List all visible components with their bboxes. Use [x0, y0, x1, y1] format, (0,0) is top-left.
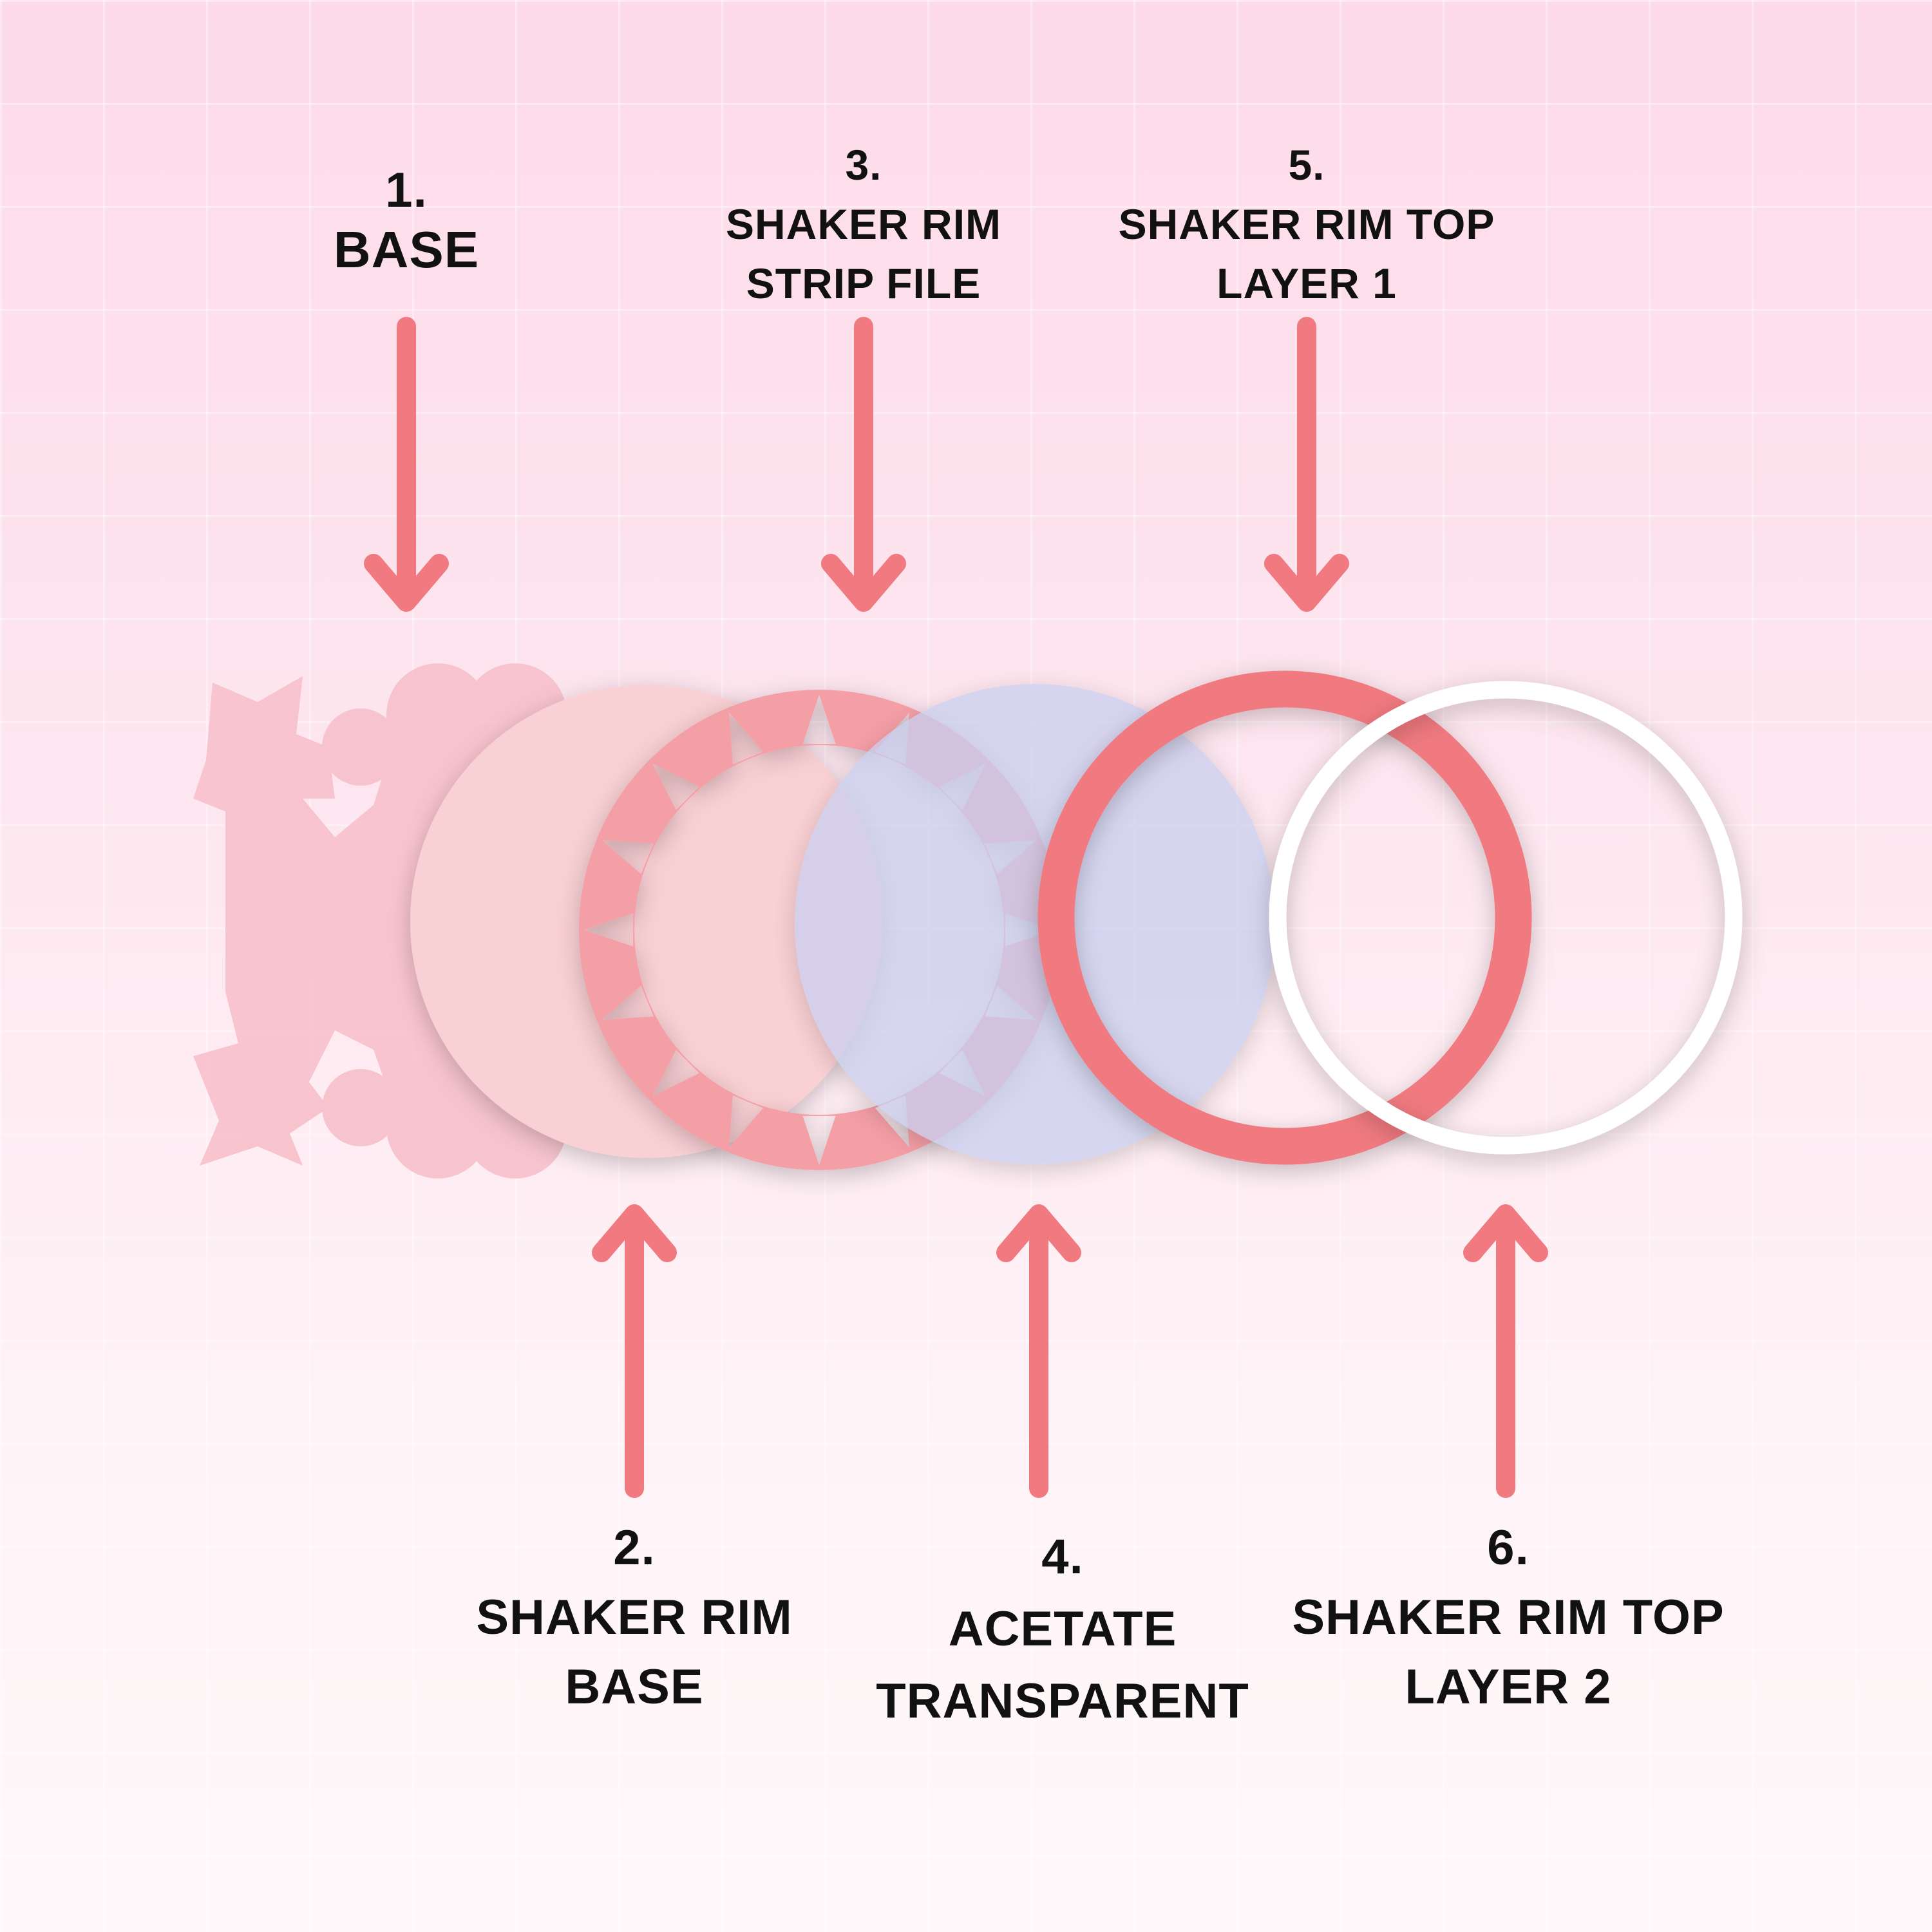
label-number: 1. — [385, 163, 428, 218]
label-rim-base: 2. SHAKER RIM BASE — [476, 1513, 792, 1722]
label-text: BASE — [333, 221, 480, 278]
label-text: SHAKER RIM TOP — [1118, 200, 1495, 248]
arrow-up-rim-base — [592, 1204, 677, 1498]
label-number: 3. — [845, 141, 882, 189]
arrow-down-base — [364, 317, 449, 612]
label-rim-top-2: 6. SHAKER RIM TOP LAYER 2 — [1292, 1513, 1724, 1722]
label-acetate: 4. ACETATE TRANSPARENT — [876, 1521, 1249, 1738]
label-text: STRIP FILE — [746, 260, 981, 307]
label-text: LAYER 1 — [1217, 260, 1397, 307]
shaker-rim-top-layer-2 — [1269, 681, 1743, 1155]
label-text: SHAKER RIM — [476, 1590, 793, 1645]
arrow-up-rim-top-2 — [1463, 1204, 1548, 1498]
label-base: 1. BASE — [334, 161, 479, 279]
arrow-down-rim-top-1 — [1264, 317, 1349, 612]
label-text: LAYER 2 — [1405, 1660, 1612, 1714]
shaker-rim-top-layer-1 — [1037, 670, 1532, 1165]
label-text: SHAKER RIM — [725, 200, 1002, 248]
label-number: 6. — [1487, 1520, 1530, 1575]
arrow-up-acetate — [996, 1204, 1081, 1498]
label-rim-top-1: 5. SHAKER RIM TOP LAYER 1 — [1119, 135, 1495, 313]
label-number: 2. — [613, 1520, 656, 1575]
shaker-rim-base-disc — [410, 685, 883, 1158]
label-number: 4. — [1041, 1530, 1084, 1584]
label-text: ACETATE — [948, 1602, 1177, 1656]
acetate-disc — [795, 684, 1275, 1164]
label-number: 5. — [1288, 141, 1325, 189]
label-text: BASE — [565, 1660, 704, 1714]
arrow-down-strip — [821, 317, 906, 612]
label-strip: 3. SHAKER RIM STRIP FILE — [726, 135, 1001, 313]
label-text: TRANSPARENT — [876, 1674, 1249, 1728]
label-text: SHAKER RIM TOP — [1292, 1590, 1725, 1645]
